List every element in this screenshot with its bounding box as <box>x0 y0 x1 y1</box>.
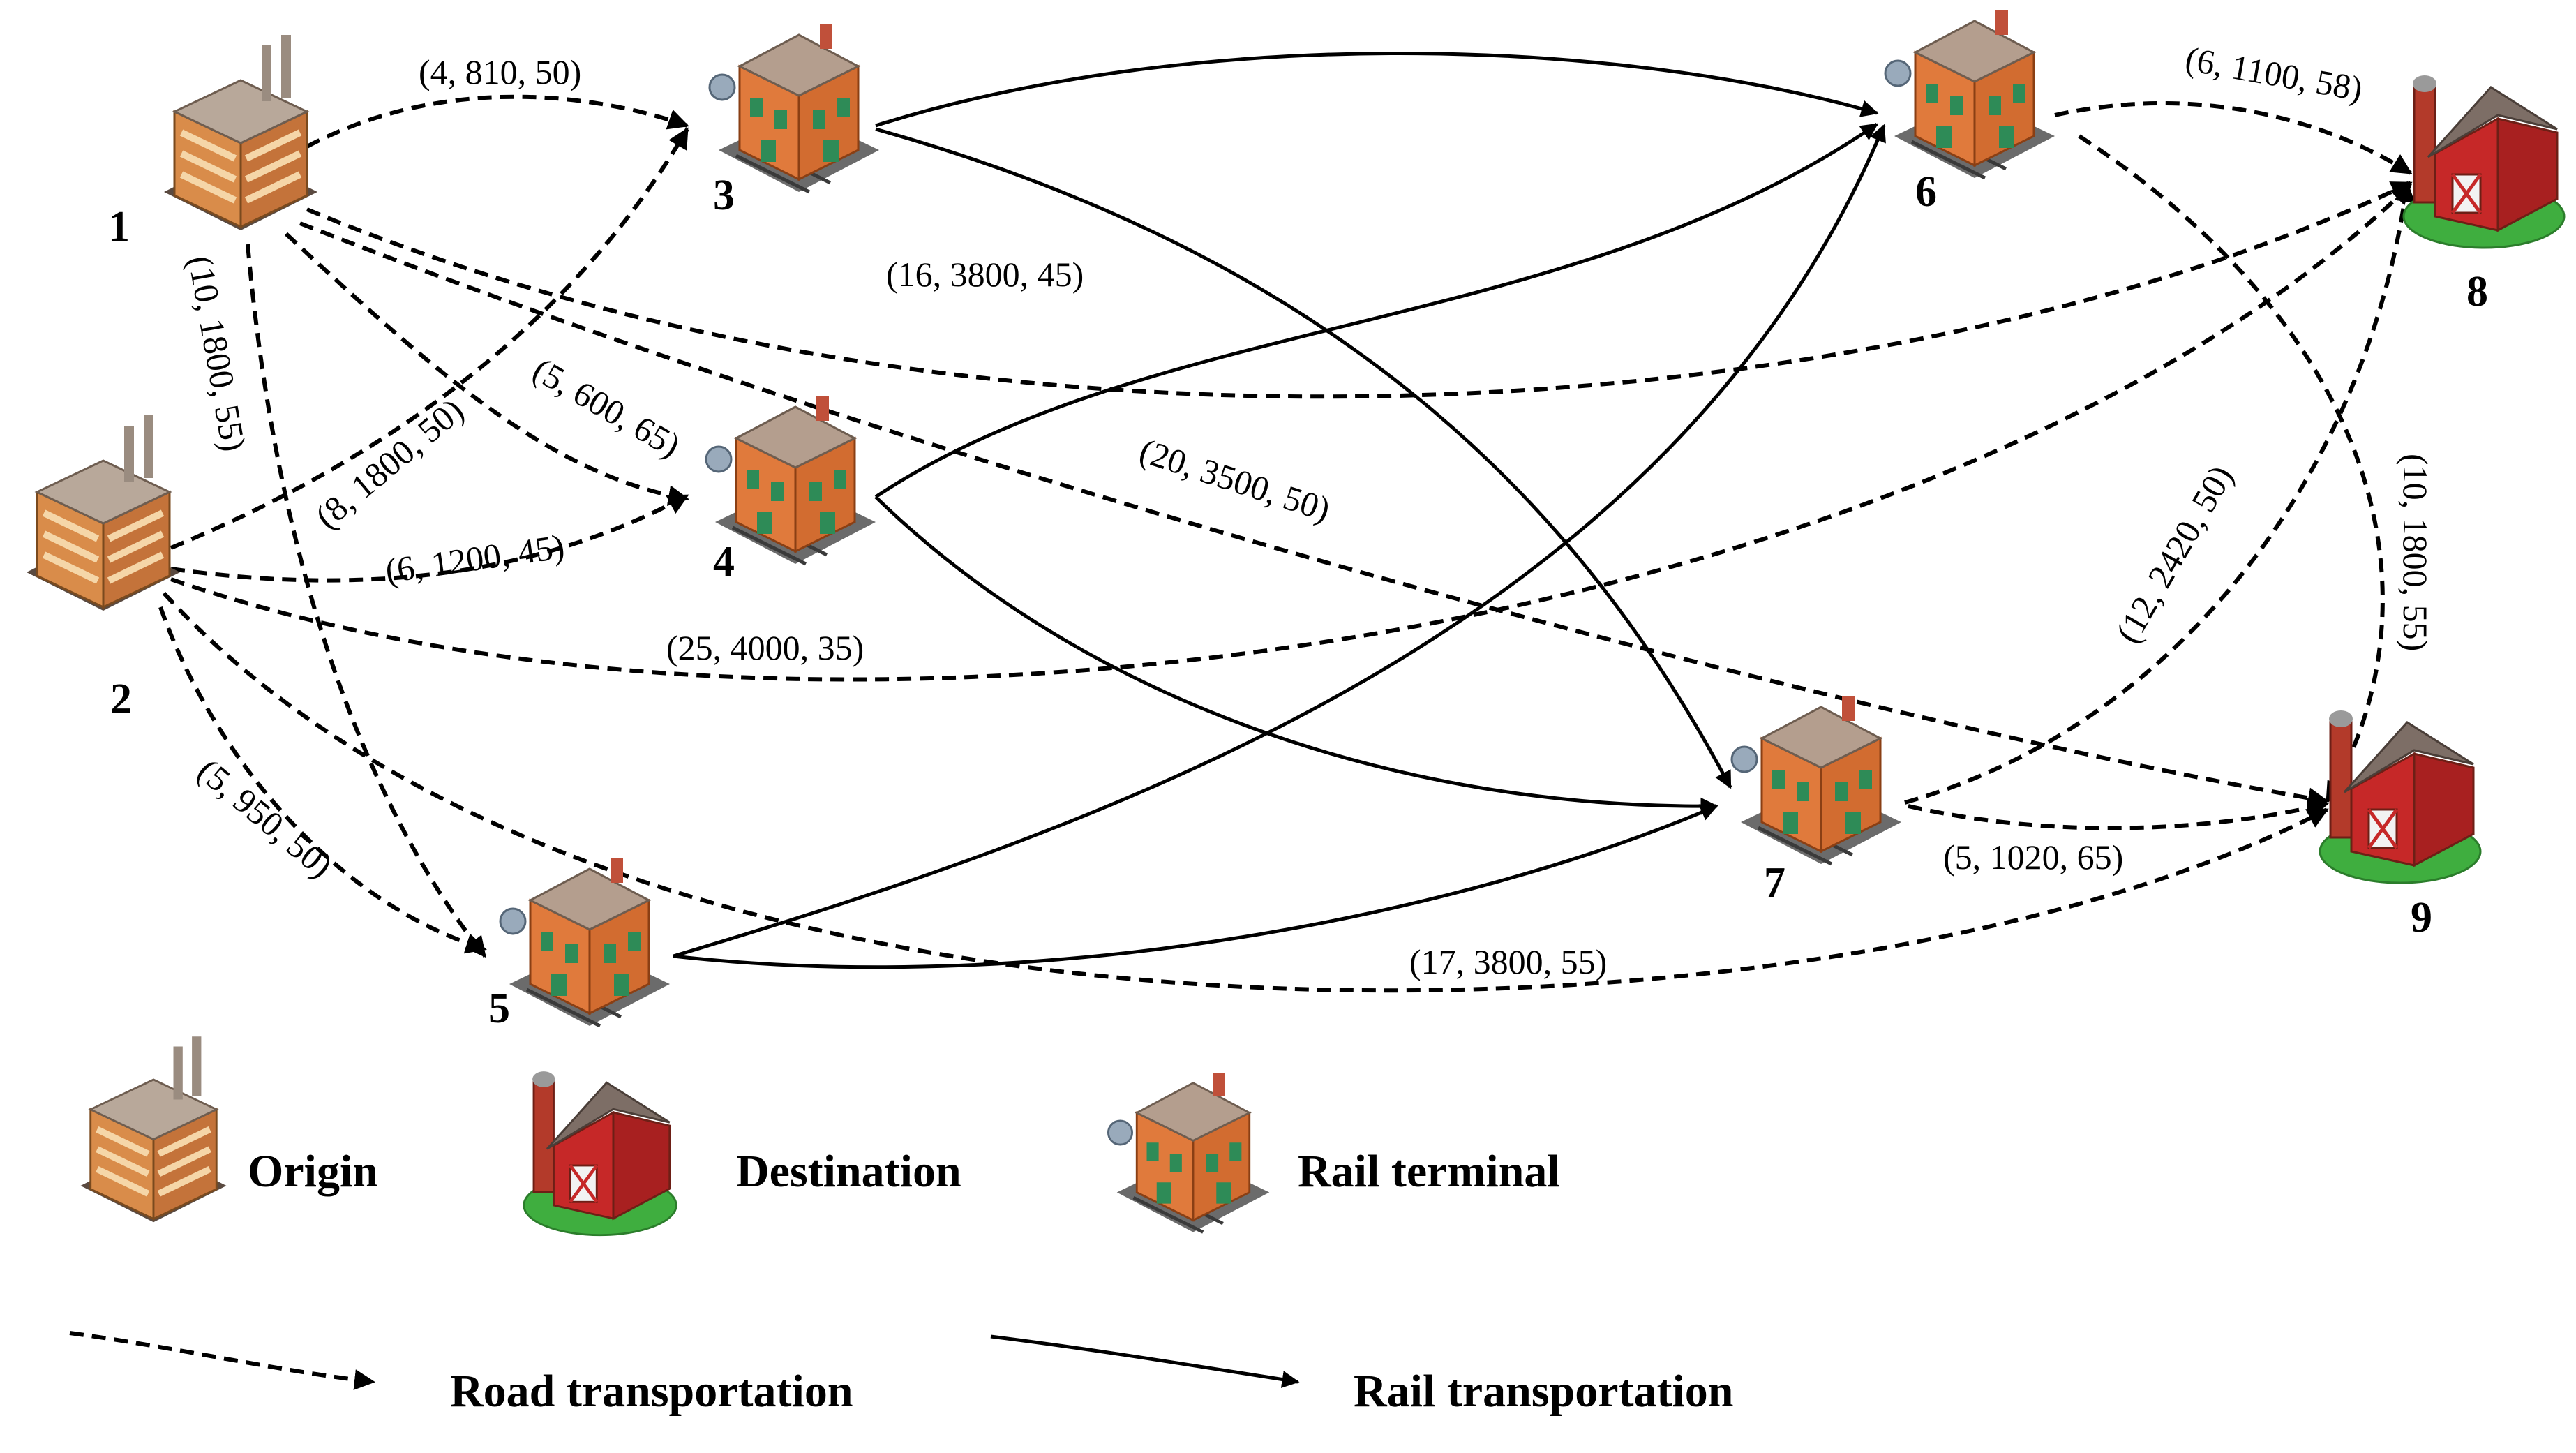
road-edge-2-9 <box>162 591 2329 993</box>
node-number-6: 6 <box>1915 168 1937 216</box>
node-5: 5 <box>488 858 670 1032</box>
rail-edges <box>673 51 1886 969</box>
rail-terminal-icon <box>1108 1073 1269 1232</box>
node-1: 1 <box>108 35 317 251</box>
node-number-8: 8 <box>2466 268 2488 315</box>
node-number-1: 1 <box>108 203 130 251</box>
legend-road-line <box>69 1331 375 1390</box>
edge-labels: (4, 810, 50) (5, 600, 65) (10, 1800, 55)… <box>181 39 2435 981</box>
rail-edge-3-7 <box>875 127 1732 789</box>
origin-icon <box>80 1036 226 1222</box>
edge-label-1-9: (20, 3500, 50) <box>1135 431 1335 529</box>
edge-label-7-9: (5, 1020, 65) <box>1943 837 2123 877</box>
edge-label-1-5: (10, 1800, 55) <box>181 253 253 454</box>
edge-label-2-3: (8, 1800, 50) <box>308 390 471 536</box>
node-number-3: 3 <box>713 172 735 219</box>
node-3: 3 <box>710 24 879 219</box>
rail-edge-5-6 <box>673 124 1886 958</box>
node-4: 4 <box>706 396 876 586</box>
node-number-2: 2 <box>110 676 132 723</box>
road-edge-2-8 <box>170 183 2413 682</box>
legend-destination: Destination <box>524 1071 961 1235</box>
edge-label-7-8: (12, 2420, 50) <box>2108 459 2240 649</box>
road-edge-2-3 <box>170 127 689 550</box>
destination-icon <box>524 1071 677 1235</box>
road-edge-1-5 <box>246 244 487 958</box>
road-edge-7-9 <box>1908 798 2329 830</box>
road-edge-1-4 <box>284 232 689 506</box>
road-edge-6-8 <box>2054 101 2413 175</box>
rail-edge-4-7 <box>874 495 1718 815</box>
legend-rail-line <box>990 1334 1300 1388</box>
road-edge-1-8 <box>306 181 2413 399</box>
node-number-4: 4 <box>713 538 735 586</box>
legend-road: Road transportation <box>69 1331 853 1417</box>
rail-edge-5-7 <box>673 804 1718 969</box>
legend-rail: Rail transportation <box>990 1334 1734 1417</box>
rail-terminal-icon <box>1885 10 2055 178</box>
edge-label-1-8: (16, 3800, 45) <box>886 255 1084 294</box>
edge-label-2-4: (6, 1200, 45) <box>383 526 567 590</box>
node-8: 8 <box>2404 75 2564 315</box>
edge-label-2-8: (25, 4000, 35) <box>666 628 864 667</box>
node-7: 7 <box>1732 696 1901 907</box>
node-9: 9 <box>2320 710 2480 941</box>
road-edges <box>158 94 2416 993</box>
road-edge-6-9 <box>2078 134 2385 803</box>
rail-terminal-icon <box>1732 696 1901 864</box>
edge-label-2-5: (5, 950, 50) <box>190 751 340 886</box>
road-edge-1-3 <box>306 94 689 149</box>
node-2: 2 <box>27 415 180 723</box>
destination-icon <box>2320 710 2480 883</box>
node-6: 6 <box>1885 10 2055 216</box>
road-edge-2-4 <box>170 493 689 583</box>
origin-icon <box>164 35 317 230</box>
legend-origin: Origin <box>80 1036 378 1222</box>
rail-edge-3-6 <box>875 51 1879 128</box>
edge-label-6-8: (6, 1100, 58) <box>2182 39 2365 109</box>
edge-label-6-9: (10, 1800, 55) <box>2396 454 2435 651</box>
node-number-5: 5 <box>488 985 510 1032</box>
origin-icon <box>27 415 180 611</box>
node-number-7: 7 <box>1764 859 1785 907</box>
edge-label-2-9: (17, 3800, 55) <box>1409 942 1607 981</box>
node-number-9: 9 <box>2411 894 2432 941</box>
legend-road-label: Road transportation <box>450 1366 853 1417</box>
legend-destination-label: Destination <box>736 1146 961 1197</box>
legend-rail-terminal: Rail terminal <box>1108 1073 1560 1232</box>
edge-label-1-3: (4, 810, 50) <box>419 52 581 91</box>
legend: Origin Destination Rail terminal Road tr… <box>69 1036 1734 1417</box>
rail-terminal-icon <box>710 24 879 192</box>
legend-rail-terminal-label: Rail terminal <box>1298 1146 1560 1197</box>
legend-rail-label: Rail transportation <box>1354 1366 1734 1417</box>
rail-edge-4-6 <box>874 122 1879 499</box>
road-edge-7-8 <box>1904 181 2416 805</box>
destination-icon <box>2404 75 2564 248</box>
legend-origin-label: Origin <box>248 1146 378 1197</box>
